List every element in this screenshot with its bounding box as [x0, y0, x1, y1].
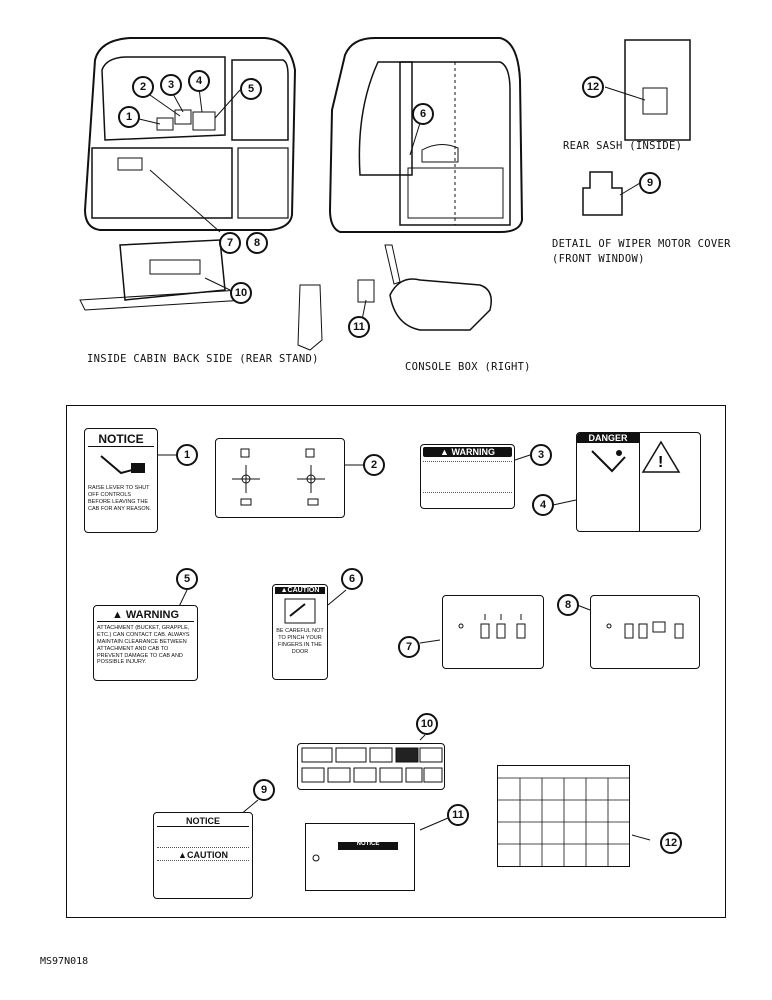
decal-5-title-text: WARNING [125, 609, 180, 621]
callout-11-panel: 11 [447, 804, 469, 826]
callout-9-panel: 9 [253, 779, 275, 801]
caption-console-box: CONSOLE BOX (RIGHT) [405, 361, 531, 373]
callout-5: 5 [240, 78, 262, 100]
decal-9-title-2-text: CAUTION [186, 850, 228, 860]
decal-6-title: ▲CAUTION [275, 587, 325, 594]
decal-12-operation-chart [497, 765, 630, 867]
callout-10: 10 [230, 282, 252, 304]
callout-8-panel: 8 [557, 594, 579, 616]
decal-8-switch-panel [590, 595, 700, 669]
cab-interior-left-view [79, 37, 691, 841]
callout-9: 9 [639, 172, 661, 194]
decal-11-title: NOTICE [356, 841, 380, 847]
decal-10-button-legend [297, 743, 445, 790]
decal-1-notice: NOTICE RAISE LEVER TO SHUT OFF CONTROLS … [84, 428, 158, 533]
decal-1-text: RAISE LEVER TO SHUT OFF CONTROLS BEFORE … [88, 485, 152, 512]
decal-4-title: DANGER [577, 433, 639, 443]
decal-9-title-2: ▲CAUTION [178, 850, 228, 860]
decal-9-title-1: NOTICE [157, 816, 249, 827]
callout-10-panel: 10 [416, 713, 438, 735]
callout-6: 6 [412, 103, 434, 125]
callout-6-panel: 6 [341, 568, 363, 590]
callout-8: 8 [246, 232, 268, 254]
callout-7-panel: 7 [398, 636, 420, 658]
callout-11: 11 [348, 316, 370, 338]
decal-11-tag-notice: NOTICE [305, 823, 415, 891]
callout-5-panel: 5 [176, 568, 198, 590]
callout-2: 2 [132, 76, 154, 98]
callout-12-panel: 12 [660, 832, 682, 854]
callout-7: 7 [219, 232, 241, 254]
decal-6-title-text: CAUTION [287, 587, 320, 594]
caption-inside-cabin: INSIDE CABIN BACK SIDE (REAR STAND) [87, 353, 319, 365]
caption-rear-sash: REAR SASH (INSIDE) [563, 140, 683, 152]
callout-4-panel: 4 [532, 494, 554, 516]
decal-5-warning: ▲ WARNING ATTACHMENT (BUCKET, GRAPPLE, E… [93, 605, 198, 681]
callout-3-panel: 3 [530, 444, 552, 466]
decal-3-title-text: WARNING [451, 447, 495, 457]
callout-1: 1 [118, 106, 140, 128]
decal-6-text: BE CAREFUL NOT TO PINCH YOUR FINGERS IN … [276, 628, 324, 655]
decal-6-caution: ▲CAUTION BE CAREFUL NOT TO PINCH YOUR FI… [272, 584, 328, 680]
caption-wiper-detail: DETAIL OF WIPER MOTOR COVER [552, 238, 731, 250]
callout-12: 12 [582, 76, 604, 98]
decal-9-notice-caution: NOTICE ▲CAUTION [153, 812, 253, 899]
decal-3-warning: ▲ WARNING [420, 444, 515, 509]
decal-panel-frame [66, 405, 726, 918]
caption-wiper-detail-sub: (FRONT WINDOW) [552, 253, 645, 265]
callout-4: 4 [188, 70, 210, 92]
decal-1-title: NOTICE [88, 432, 154, 447]
decal-7-switch-panel [442, 595, 544, 669]
svg-text:!: ! [658, 454, 663, 471]
decal-3-title: ▲ WARNING [423, 447, 512, 457]
callout-2-panel: 2 [363, 454, 385, 476]
figure-id: MS97N018 [40, 956, 89, 967]
decal-5-title: ▲ WARNING [97, 609, 194, 622]
callout-1-panel: 1 [176, 444, 198, 466]
decal-2-control-pattern [215, 438, 345, 518]
callout-3: 3 [160, 74, 182, 96]
decal-4-danger: DANGER ! [576, 432, 701, 532]
decal-5-text: ATTACHMENT (BUCKET, GRAPPLE, ETC.) CAN C… [97, 625, 190, 666]
